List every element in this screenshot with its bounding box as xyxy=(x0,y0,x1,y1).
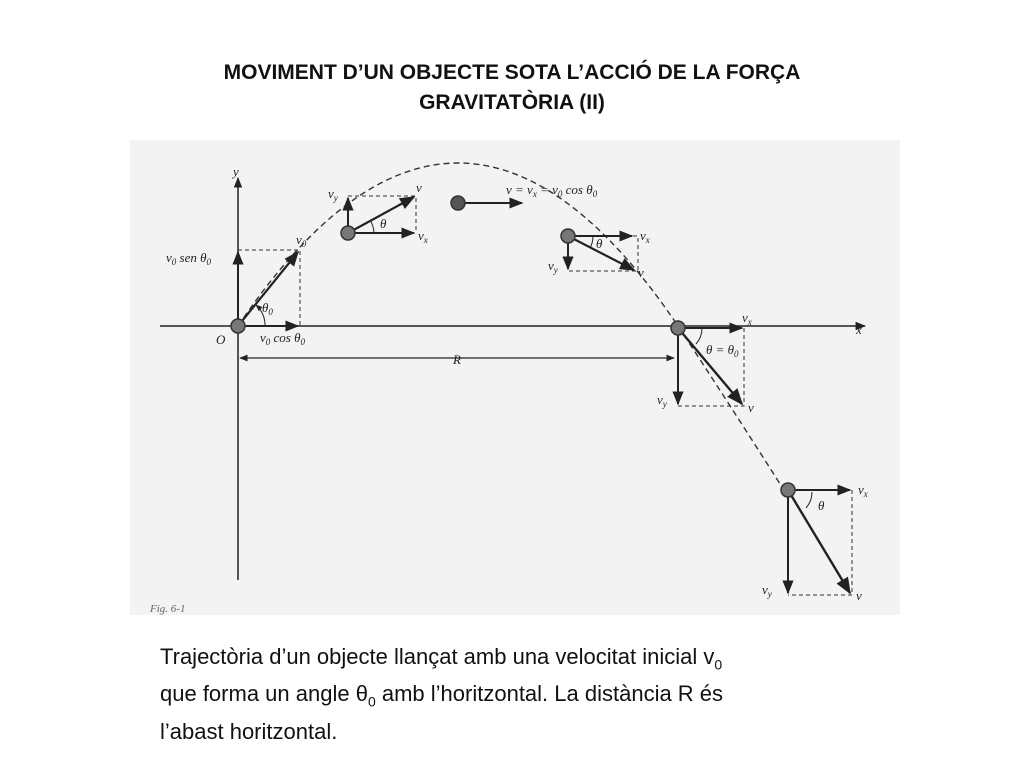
low-vectors xyxy=(782,484,853,596)
axis-crossing-vectors xyxy=(672,322,745,407)
v-label-rising: v xyxy=(416,180,422,195)
ball-descending xyxy=(560,228,576,244)
title-line-1: MOVIMENT D’UN OBJECTE SOTA L’ACCIÓ DE LA… xyxy=(223,61,801,84)
projectile-figure: y x O R v0 v0 sen θ0 v0 cos θ0 θ0 xyxy=(130,140,900,615)
slide-title: MOVIMENT D’UN OBJECTE SOTA L’ACCIÓ DE LA… xyxy=(60,58,964,118)
v0-label: v0 xyxy=(296,232,307,249)
theta-equals-theta0-label: θ = θ0 xyxy=(706,342,739,359)
caption-line-1: Trajectòria d’un objecte llançat amb una… xyxy=(160,644,723,673)
vy-label-low: vy xyxy=(762,582,772,599)
v-label-descending: v xyxy=(638,265,644,280)
theta-label-rising: θ xyxy=(380,216,387,231)
ball-rising xyxy=(340,225,356,241)
ball-apex xyxy=(450,195,466,211)
range-label: R xyxy=(452,352,461,367)
caption-line-2: que forma un angle θ0 amb l’horitzontal.… xyxy=(160,681,724,710)
figure-number: Fig. 6-1 xyxy=(149,603,185,615)
launch-vectors xyxy=(232,249,301,332)
v-label-low: v xyxy=(856,588,862,603)
apex-velocity-equation: v = vx = v0 cos θ0 xyxy=(506,182,598,199)
trajectory-curve xyxy=(237,162,783,488)
v-label-crossing: v xyxy=(748,400,754,415)
vy-label-descending: vy xyxy=(548,258,558,275)
caption-line-3: l’abast horitzontal. xyxy=(160,718,338,744)
descending-vectors xyxy=(562,230,639,272)
vy-label-rising: vy xyxy=(328,186,338,203)
theta-label-descending: θ xyxy=(596,236,603,251)
vy-label-crossing: vy xyxy=(657,392,667,409)
v0-sin-label: v0 sen θ0 xyxy=(166,250,212,267)
x-axis-label: x xyxy=(855,322,862,337)
vx-label-rising: vx xyxy=(418,228,428,245)
origin-label: O xyxy=(216,332,226,347)
ball-axis-crossing xyxy=(670,320,686,336)
ball-low xyxy=(780,482,796,498)
projectile-diagram: y x O R v0 v0 sen θ0 v0 cos θ0 θ0 xyxy=(149,162,868,615)
vx-label-descending: vx xyxy=(640,228,650,245)
theta-label-low: θ xyxy=(818,498,825,513)
y-axis-label: y xyxy=(231,164,239,179)
theta0-label-origin: θ0 xyxy=(262,300,273,317)
vx-label-low: vx xyxy=(858,482,868,499)
figure-caption: Trajectòria d’un objecte llançat amb una… xyxy=(160,642,920,746)
ball-origin xyxy=(230,318,246,334)
rising-vectors xyxy=(342,195,417,239)
v0-cos-label: v0 cos θ0 xyxy=(260,330,306,347)
vx-label-crossing: vx xyxy=(742,310,752,327)
title-line-2: GRAVITATÒRIA (II) xyxy=(419,91,605,114)
